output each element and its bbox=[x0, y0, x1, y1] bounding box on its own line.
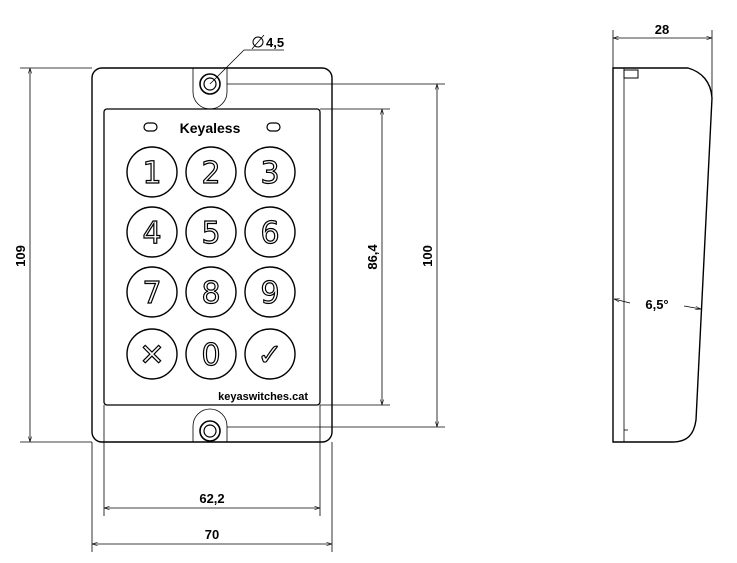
key-8: 8 bbox=[185, 266, 237, 318]
key-3-ring bbox=[244, 146, 296, 198]
led-left bbox=[143, 122, 158, 132]
svg-text:100: 100 bbox=[420, 245, 435, 267]
key-4-ring bbox=[126, 206, 178, 258]
key-cancel-label: ✕ bbox=[139, 338, 164, 373]
key-3-label: 3 bbox=[260, 156, 279, 191]
dimension-hole-spacing: 100 bbox=[227, 83, 445, 428]
url-label: keyaswitches.cat bbox=[218, 391, 308, 403]
key-0-label: 0 bbox=[201, 338, 220, 373]
dimension-depth: 28 bbox=[612, 22, 713, 98]
dimension-angle: 6,5° bbox=[614, 297, 701, 312]
key-6: 6 bbox=[244, 206, 296, 258]
key-1-ring bbox=[126, 146, 178, 198]
key-1: 1 bbox=[126, 146, 178, 198]
svg-text:70: 70 bbox=[205, 527, 219, 542]
brand-label: Keyaless bbox=[180, 120, 241, 136]
key-8-ring bbox=[185, 266, 237, 318]
key-7-label: 7 bbox=[142, 276, 161, 311]
svg-text:4,5: 4,5 bbox=[266, 35, 284, 50]
svg-text:86,4: 86,4 bbox=[365, 244, 380, 270]
key-9-label: 9 bbox=[260, 276, 279, 311]
key-2-label: 2 bbox=[201, 156, 220, 191]
key-confirm: ✓ bbox=[244, 328, 296, 380]
key-1-label: 1 bbox=[142, 156, 161, 191]
dimension-total-width: 70 bbox=[91, 442, 333, 552]
dimension-keypad-width: 62,2 bbox=[103, 405, 321, 516]
front-view: Keyaless 1 2 3 4 5 6 7 8 9 ✕ 0 ✓ keyaswitches.cat bbox=[91, 67, 333, 443]
key-7-ring bbox=[126, 266, 178, 318]
side-profile bbox=[612, 67, 713, 443]
key-7: 7 bbox=[126, 266, 178, 318]
key-5: 5 bbox=[185, 206, 237, 258]
key-confirm-ring bbox=[244, 328, 296, 380]
key-confirm-label: ✓ bbox=[257, 338, 282, 373]
key-3: 3 bbox=[244, 146, 296, 198]
led-right bbox=[266, 122, 281, 132]
hole-diameter-callout: 4,5 bbox=[209, 34, 284, 85]
key-6-ring bbox=[244, 206, 296, 258]
key-2-ring bbox=[185, 146, 237, 198]
key-cancel-ring bbox=[126, 328, 178, 380]
key-5-ring bbox=[185, 206, 237, 258]
key-4-label: 4 bbox=[142, 216, 161, 251]
key-0: 0 bbox=[185, 328, 237, 380]
svg-text:62,2: 62,2 bbox=[199, 491, 224, 506]
dimension-total-height: 109 bbox=[13, 67, 92, 443]
key-4: 4 bbox=[126, 206, 178, 258]
key-0-ring bbox=[185, 328, 237, 380]
dimension-keypad-height: 86,4 bbox=[320, 108, 390, 406]
key-8-label: 8 bbox=[201, 276, 220, 311]
key-2: 2 bbox=[185, 146, 237, 198]
keys-grid: 1 2 3 4 5 6 7 8 9 ✕ 0 ✓ bbox=[126, 146, 296, 380]
key-cancel: ✕ bbox=[126, 328, 178, 380]
svg-text:109: 109 bbox=[13, 245, 28, 267]
bottom-mounting-hole bbox=[192, 408, 228, 442]
svg-text:6,5°: 6,5° bbox=[645, 297, 668, 312]
key-9-ring bbox=[244, 266, 296, 318]
side-view bbox=[612, 67, 713, 443]
svg-text:28: 28 bbox=[655, 22, 669, 37]
key-9: 9 bbox=[244, 266, 296, 318]
key-5-label: 5 bbox=[201, 216, 220, 251]
key-6-label: 6 bbox=[260, 216, 279, 251]
